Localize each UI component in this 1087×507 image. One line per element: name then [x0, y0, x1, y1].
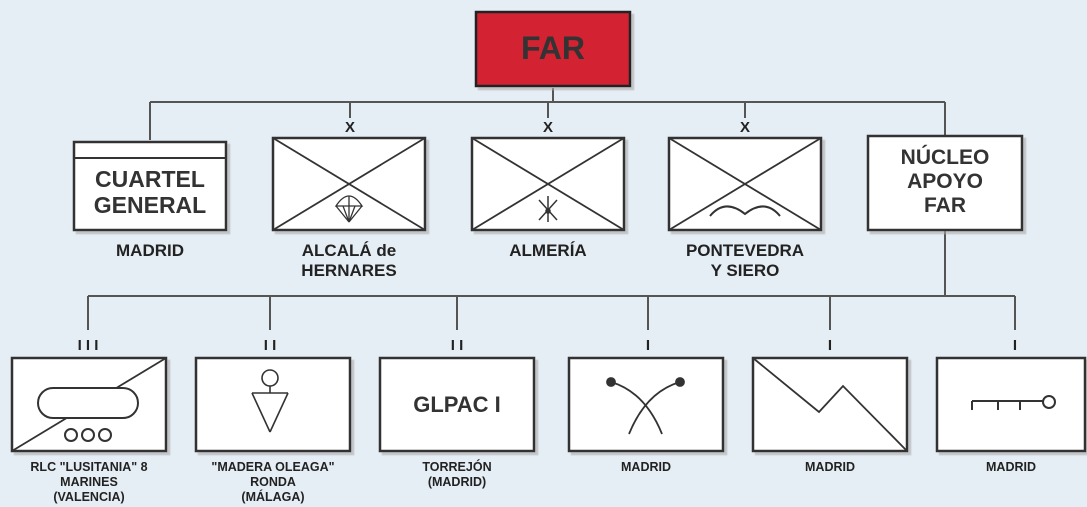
- armored-cavalry-icon: [37, 387, 139, 442]
- rlc-lusitania-box: [10, 356, 168, 453]
- almeria-echelon: X: [542, 119, 553, 136]
- maintenance-icon: [971, 395, 1056, 410]
- glpac-location-line-2: (MADRID): [427, 475, 487, 489]
- cuartel-general-text: CUARTEL GENERAL: [74, 166, 226, 219]
- pontevedra-location-line-2: Y SIERO: [710, 261, 780, 281]
- maint-echelon: I: [1012, 337, 1018, 354]
- almeria-location: ALMERÍA: [472, 241, 624, 261]
- almeria-brigade-box: [470, 136, 626, 232]
- rlc-location-line-2: MARINES: [60, 475, 118, 489]
- nucleo-text-line-1: NÚCLEO: [900, 146, 990, 169]
- special-ops-icon: [251, 369, 289, 433]
- mountain-icon: [709, 205, 781, 217]
- glpac-location-line-1: TORREJÓN: [422, 460, 492, 474]
- far-root-node: [474, 10, 632, 88]
- engineer-box: [567, 356, 725, 453]
- madera-location-line-3: (MÁLAGA): [241, 490, 305, 504]
- pontevedra-location-line-1: PONTEVEDRA: [685, 241, 805, 260]
- eng-echelon: I: [645, 337, 651, 354]
- cuartel-location-line-1: MADRID: [116, 241, 184, 260]
- far-root-label: FAR: [521, 30, 585, 66]
- rlc-location-line-1: RLC "LUSITANIA" 8: [30, 460, 148, 474]
- eng-location: MADRID: [569, 460, 723, 475]
- cuartel-general-box: [72, 140, 228, 232]
- nucleo-apoyo-box: [866, 134, 1024, 232]
- connector-lines: [87, 88, 1016, 330]
- madera-echelon: I I: [263, 337, 277, 354]
- signals-echelon: I: [827, 337, 833, 354]
- alcala-echelon: X: [344, 119, 355, 136]
- legion-emblem-icon: [538, 196, 558, 222]
- glpac-echelon: I I: [450, 337, 464, 354]
- almeria-location-line-1: ALMERÍA: [509, 241, 587, 260]
- alcala-location-line-1: ALCALÁ de: [301, 241, 397, 260]
- glpac-box: [378, 356, 536, 453]
- eng-location-line-1: MADRID: [621, 460, 671, 474]
- nucleo-text-line-2: APOYO: [907, 170, 983, 194]
- glpac-text: GLPAC I: [413, 392, 501, 417]
- alcala-location: ALCALÁ de HERNARES: [269, 241, 429, 282]
- alcala-location-line-2: HERNARES: [301, 261, 397, 281]
- parachute-icon: [334, 195, 364, 223]
- nucleo-apoyo-text: NÚCLEO APOYO FAR: [868, 146, 1022, 218]
- glpac-location: TORREJÓN (MADRID): [380, 460, 534, 490]
- madera-location-line-1: "MADERA OLEAGA": [211, 460, 335, 474]
- madera-oleaga-box: [194, 356, 352, 453]
- nucleo-text-line-3: FAR: [924, 194, 966, 218]
- signals-location-line-1: MADRID: [805, 460, 855, 474]
- rlc-location: RLC "LUSITANIA" 8 MARINES (VALENCIA): [4, 460, 174, 505]
- alcala-brigade-box: [271, 136, 427, 232]
- pontevedra-echelon: X: [739, 119, 750, 136]
- cuartel-text-line-2: GENERAL: [93, 192, 207, 219]
- signals-location: MADRID: [753, 460, 907, 475]
- madera-location-line-2: RONDA: [250, 475, 296, 489]
- pontevedra-brigade-box: [667, 136, 823, 232]
- maintenance-box: [935, 356, 1087, 453]
- engineer-icon: [606, 377, 685, 435]
- signals-icon: [752, 357, 908, 452]
- rlc-location-line-3: (VALENCIA): [53, 490, 125, 504]
- cuartel-location: MADRID: [74, 241, 226, 261]
- pontevedra-location: PONTEVEDRA Y SIERO: [665, 241, 825, 282]
- signals-box: [751, 356, 909, 453]
- maint-location-line-1: MADRID: [986, 460, 1036, 474]
- maint-location: MADRID: [937, 460, 1085, 475]
- rlc-echelon: I I I: [77, 337, 99, 354]
- madera-location: "MADERA OLEAGA" RONDA (MÁLAGA): [188, 460, 358, 505]
- cuartel-text-line-1: CUARTEL: [95, 166, 205, 192]
